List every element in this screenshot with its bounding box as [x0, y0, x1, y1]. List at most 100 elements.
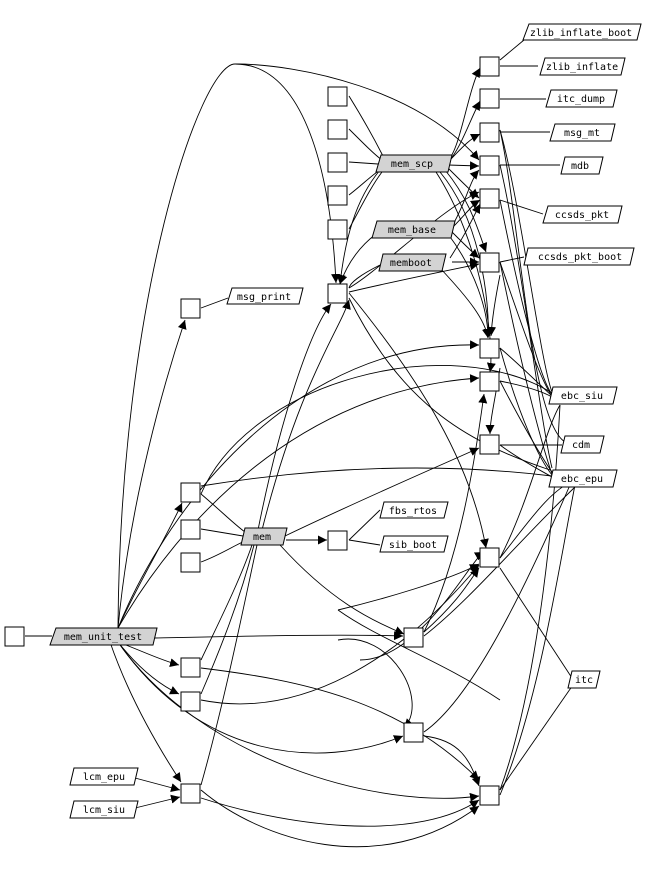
edge	[499, 404, 561, 791]
edge	[117, 502, 183, 629]
node-mem-unit-test: mem_unit_test	[49, 627, 158, 646]
node-label: mem	[253, 532, 271, 543]
node-label: zlib_inflate	[546, 62, 618, 73]
edge	[447, 133, 481, 163]
node-box	[479, 155, 500, 176]
edge	[451, 199, 481, 229]
edge	[130, 794, 181, 810]
node-box	[403, 722, 424, 743]
edge	[117, 641, 180, 695]
edge	[449, 203, 481, 259]
node-box	[327, 530, 348, 551]
node-msg-print: msg_print	[226, 287, 304, 305]
edge	[200, 297, 229, 309]
node-itc: itc	[567, 670, 601, 689]
edge	[499, 404, 561, 559]
node-mem-scp: mem_scp	[375, 154, 453, 173]
edge	[117, 374, 480, 629]
node-shape	[548, 386, 618, 405]
node-shape	[549, 123, 616, 142]
node-shape	[69, 800, 139, 819]
edge	[154, 631, 404, 641]
edge	[200, 544, 253, 661]
edge	[348, 161, 379, 165]
node-label: sib_boot	[389, 540, 437, 551]
edge	[451, 169, 480, 227]
node-shape	[522, 23, 642, 41]
node-shape	[560, 435, 605, 454]
node-box	[479, 88, 500, 109]
edge	[499, 129, 553, 393]
edge	[338, 233, 377, 285]
node-shape	[539, 57, 626, 76]
node-shape	[560, 156, 604, 175]
node-shape	[226, 287, 304, 305]
edge	[499, 39, 525, 61]
edge	[499, 380, 553, 398]
node-box	[479, 56, 500, 77]
node-mem-base: mem_base	[371, 220, 456, 239]
node-box	[403, 627, 424, 648]
node-cdm: cdm	[560, 435, 605, 454]
node-box	[180, 691, 201, 712]
edge	[284, 447, 480, 537]
node-mem: mem	[240, 527, 288, 546]
node-label: mem_base	[388, 225, 436, 236]
node-box	[327, 152, 348, 173]
node-box	[479, 188, 500, 209]
node-box	[479, 785, 500, 806]
edge	[348, 191, 480, 289]
node-label: mem_scp	[391, 159, 433, 170]
node-label: ebc_siu	[561, 391, 603, 402]
edge	[451, 231, 480, 259]
node-box	[180, 519, 201, 540]
edge	[499, 199, 553, 395]
node-box	[479, 252, 500, 273]
edge	[423, 567, 480, 633]
edge	[348, 95, 386, 161]
edge	[499, 347, 553, 476]
edge	[337, 638, 414, 729]
edge	[447, 161, 480, 171]
edge	[348, 171, 383, 230]
labels: zlib_inflate_boot zlib_inflate itc_dump …	[49, 23, 642, 819]
edge	[499, 199, 544, 215]
node-shape	[69, 767, 139, 786]
node-mdb: mdb	[560, 156, 604, 175]
edge	[499, 261, 553, 475]
edge	[200, 544, 255, 695]
node-label: mem_unit_test	[64, 632, 142, 643]
edges	[25, 39, 576, 848]
node-label: msg_mt	[564, 128, 600, 139]
node-zlib-inflate: zlib_inflate	[539, 57, 626, 76]
node-memboot: memboot	[378, 253, 447, 272]
node-shape	[567, 670, 601, 689]
node-box	[4, 626, 25, 647]
node-shape	[375, 154, 453, 173]
node-shape	[371, 220, 456, 239]
edge	[439, 267, 491, 339]
edge	[447, 233, 493, 339]
edge	[423, 393, 488, 633]
edge	[499, 567, 573, 679]
edge	[499, 681, 576, 791]
edge	[234, 63, 480, 161]
edge	[200, 544, 258, 786]
node-label: cdm	[572, 440, 590, 451]
node-label: lcm_epu	[83, 772, 125, 783]
node-shape	[379, 535, 449, 553]
node-label: fbs_rtos	[389, 506, 437, 517]
edge	[117, 319, 187, 629]
node-fbs-rtos: fbs_rtos	[379, 501, 449, 519]
edge	[200, 797, 480, 827]
edge	[117, 63, 341, 629]
edge	[348, 297, 551, 471]
edge	[499, 347, 553, 397]
node-shape	[378, 253, 447, 272]
edge	[444, 169, 488, 253]
node-shape	[548, 469, 618, 488]
node-label: zlib_inflate_boot	[530, 28, 632, 39]
node-ebc-siu: ebc_siu	[548, 386, 618, 405]
node-ccsds-pkt-boot: ccsds_pkt_boot	[523, 247, 635, 266]
